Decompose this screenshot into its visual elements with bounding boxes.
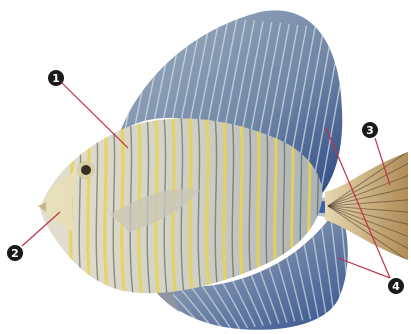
callout-label-4: 4: [392, 280, 400, 293]
callout-marker-3: 3: [362, 122, 378, 138]
callout-label-2: 2: [11, 247, 19, 260]
callout-label-3: 3: [366, 124, 374, 137]
callout-marker-4: 4: [388, 278, 404, 294]
callout-label-1: 1: [52, 72, 60, 85]
callout-marker-1: 1: [48, 70, 64, 86]
callout-marker-2: 2: [7, 245, 23, 261]
pupil: [81, 165, 91, 175]
